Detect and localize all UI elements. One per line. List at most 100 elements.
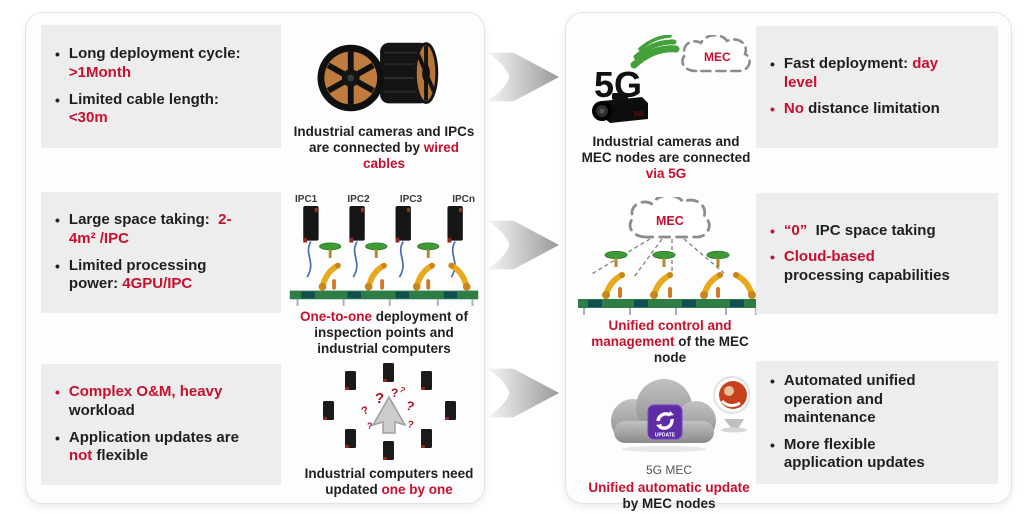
text-segment: IPC space taking xyxy=(807,221,936,239)
text-segment: Industrial cameras and IPCs are connecte… xyxy=(293,124,475,155)
svg-text:?: ? xyxy=(360,404,371,418)
svg-text:?: ? xyxy=(375,390,384,407)
bullet-dot-icon: • xyxy=(55,46,60,63)
ipc-towers-icon xyxy=(303,206,463,243)
cloud-label: 5G MEC xyxy=(645,463,692,477)
text-segment: of the MEC node xyxy=(653,333,749,365)
mec-cloud-icon: MEC xyxy=(628,197,711,239)
bullet-item: •“0” IPC space taking xyxy=(770,222,988,241)
camera-icon xyxy=(592,93,648,123)
text-segment: Automated unified operation and maintena… xyxy=(783,372,916,427)
confused-person-icon xyxy=(371,395,407,434)
bullet-list: • Large space taking: 2-4m² /IPC • Limited … xyxy=(55,203,271,301)
text-segment: not xyxy=(68,447,93,465)
fiveg-mec-figure: 5G MEC Indust xyxy=(576,35,756,182)
fiveg-leaf-icon xyxy=(630,35,680,69)
text-segment: deployment of inspection points and indu… xyxy=(314,309,468,356)
bullet-dot-icon: • xyxy=(55,91,60,108)
robot-arms-icon xyxy=(602,272,756,299)
conveyor-icon xyxy=(289,279,479,306)
bullet-item: •No distance limitation xyxy=(770,100,988,119)
update-app-label: UPDATE xyxy=(655,433,676,439)
bullet-dot-icon: • xyxy=(55,257,60,274)
pain-box-om: •Complex O&M, heavy workload•Application… xyxy=(41,364,281,485)
bullet-dot-icon: • xyxy=(55,384,60,401)
update-cloud-caption: Unified automatic update by MEC nodes xyxy=(580,480,758,512)
pain-box-deployment: •Long deployment cycle: >1Month•Limited … xyxy=(41,25,281,148)
left-panel: • Long deployment cycle: >1Month • Limited … xyxy=(25,12,485,504)
svg-text:?: ? xyxy=(406,419,414,431)
svg-text:?: ? xyxy=(398,385,407,395)
text-segment: via 5G xyxy=(645,165,687,181)
text-segment: One-to-one xyxy=(299,309,372,324)
bullet-item: • More flexible application updates xyxy=(770,436,988,473)
robot-arms-icon xyxy=(318,262,471,291)
egg-chair-icon xyxy=(713,376,750,433)
ipc-labels: IPC1 IPC2 IPC3 IPCn xyxy=(283,194,485,205)
mec-cloud-label: MEC xyxy=(656,214,684,228)
bullet-list: •Long deployment cycle: >1Month•Limited … xyxy=(55,37,271,135)
text-segment: flexible xyxy=(92,447,149,465)
ipc-robots-icon xyxy=(289,206,479,306)
bullet-text: Cloud-based processing capabilities xyxy=(784,248,954,285)
bullet-dot-icon: • xyxy=(770,56,775,73)
bullet-list: • Automated unified operation and mainten… xyxy=(770,364,988,481)
svg-text:?: ? xyxy=(404,398,416,415)
flow-arrow-icon xyxy=(486,368,560,418)
text-segment: 2-4m² /IPC xyxy=(68,211,232,247)
bullet-list: •“0” IPC space taking • Cloud-based proces… xyxy=(770,214,988,294)
text-segment: one by one xyxy=(381,481,453,497)
bullet-text: No distance limitation xyxy=(784,100,940,119)
svg-text:?: ? xyxy=(391,386,398,400)
ipc-robots-figure: IPC1 IPC2 IPC3 IPCn xyxy=(283,194,485,357)
ipc-robots-caption: One-to-one deployment of inspection poin… xyxy=(283,309,485,357)
cable-reels-caption: Industrial cameras and IPCs are connecte… xyxy=(288,124,480,172)
bullet-text: “0” IPC space taking xyxy=(784,222,936,241)
benefit-box-space: •“0” IPC space taking • Cloud-based proces… xyxy=(756,193,998,314)
bullet-dot-icon: • xyxy=(770,249,775,266)
text-segment: Limited processing power: xyxy=(68,256,207,293)
svg-text:?: ? xyxy=(367,421,373,431)
benefit-box-om: • Automated unified operation and mainten… xyxy=(756,361,998,484)
update-app-icon: UPDATE xyxy=(647,404,683,440)
text-segment: >1Month xyxy=(68,63,131,81)
ipc-label: IPCn xyxy=(452,194,475,205)
bullet-item: • Large space taking: 2-4m² /IPC xyxy=(55,211,271,248)
text-segment: Unified control and management xyxy=(591,318,732,349)
text-segment: day level xyxy=(783,55,939,91)
text-segment: wired cables xyxy=(362,139,460,171)
bullet-text: Application updates are not flexible xyxy=(69,429,245,466)
update-cloud-figure: UPDATE 5G MEC Unified automatic update b… xyxy=(580,371,758,512)
bullet-dot-icon: • xyxy=(770,436,775,453)
cable-reels-figure: Industrial cameras and IPCs are connecte… xyxy=(288,33,480,172)
bullet-text: Long deployment cycle: >1Month xyxy=(69,45,245,82)
text-segment: 4GPU/IPC xyxy=(122,275,193,293)
bullet-item: • Long deployment cycle: >1Month xyxy=(55,45,271,82)
ipc-label: IPC1 xyxy=(295,194,318,205)
text-segment: Cloud-based xyxy=(783,248,875,266)
bullet-dot-icon: • xyxy=(55,429,60,446)
bullet-dot-icon: • xyxy=(770,373,775,390)
bullet-item: • Automated unified operation and mainten… xyxy=(770,372,988,428)
mec-control-icon: MEC xyxy=(578,197,762,315)
benefit-box-deployment: •Fast deployment: day level•No distance … xyxy=(756,26,998,148)
mec-control-figure: MEC xyxy=(574,197,766,366)
text-segment: Unified automatic update xyxy=(588,480,750,495)
inspection-points-icon xyxy=(604,250,730,267)
bullet-list: •Complex O&M, heavy workload•Application… xyxy=(55,375,271,473)
bullet-text: Limited processing power: 4GPU/IPC xyxy=(69,257,245,294)
bullet-item: •Complex O&M, heavy workload xyxy=(55,383,271,420)
computer-circle-figure: ? ? ? ? ? ? ? Industrial computers need … xyxy=(294,363,484,498)
text-segment: workload xyxy=(68,401,135,419)
bullet-item: •Fast deployment: day level xyxy=(770,55,988,92)
bullet-dot-icon: • xyxy=(55,212,60,229)
text-segment: by MEC nodes xyxy=(622,495,716,511)
bullet-list: •Fast deployment: day level•No distance … xyxy=(770,47,988,127)
text-segment: distance limitation xyxy=(803,100,940,118)
flow-arrow-icon xyxy=(486,220,560,270)
text-segment: More flexible application updates xyxy=(783,435,925,472)
text-segment: Large space taking: xyxy=(68,211,219,229)
text-segment: “0” xyxy=(783,221,808,239)
update-cloud-icon: UPDATE xyxy=(611,376,750,452)
bullet-text: More flexible application updates xyxy=(784,436,954,473)
